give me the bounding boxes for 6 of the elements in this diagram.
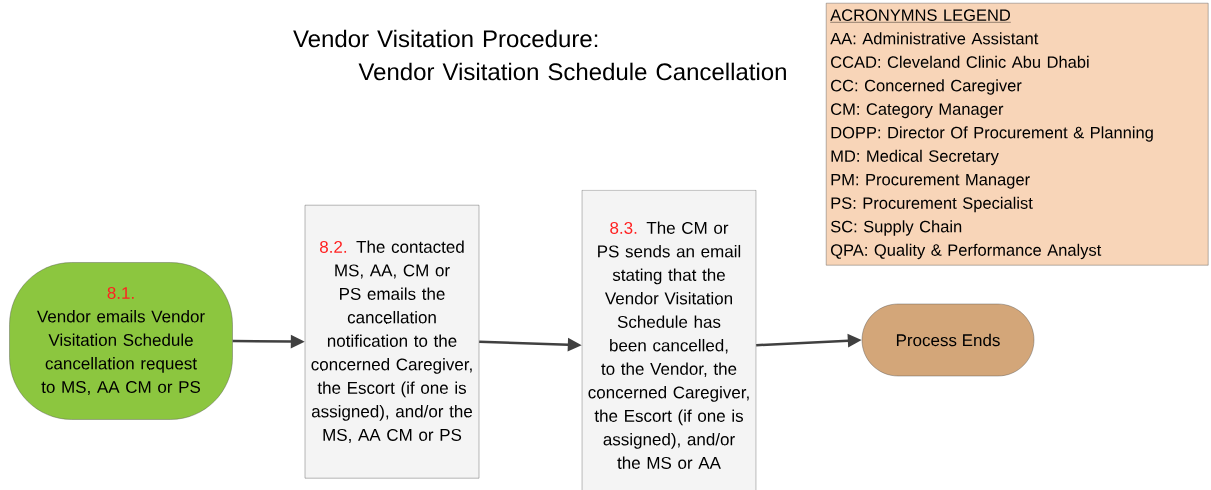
start-terminal: 8.1. Vendor emails Vendor Visitation Schedule cancellation request to MS, AA CM or PS <box>9 262 233 420</box>
process-box: 8.3. The CM or PS sends an email stating that the Vendor Visitation Schedule has been cancelled, to the Vendor, the concerned Caregiver, the Escort (if one is assigned), and/or the MS or AA <box>581 190 757 490</box>
acronym-legend-box: ACRONYMNS LEGEND AA: Administrative Assistant CCAD: Cleveland Clinic Abu Dhabi CC: Concerned Caregiver CM: Category Manager DOPP: Director Of Procurement & Planning MD: Medical Secretary PM: Procurement Manager PS: Procurement Specialist SC: Supply Chain QPA: Quality & Performance Analyst <box>826 3 1209 266</box>
process-box: 8.2. The contacted MS, AA, CM or PS emails the cancellation notification to the concerned Caregiver, the Escort (if one is assigned), and/or the MS, AA CM or PS <box>304 205 480 479</box>
title: Vendor Visitation Procedure: Vendor Visitation Schedule Cancellation <box>293 29 786 81</box>
end-terminal: Process Ends <box>861 303 1035 377</box>
